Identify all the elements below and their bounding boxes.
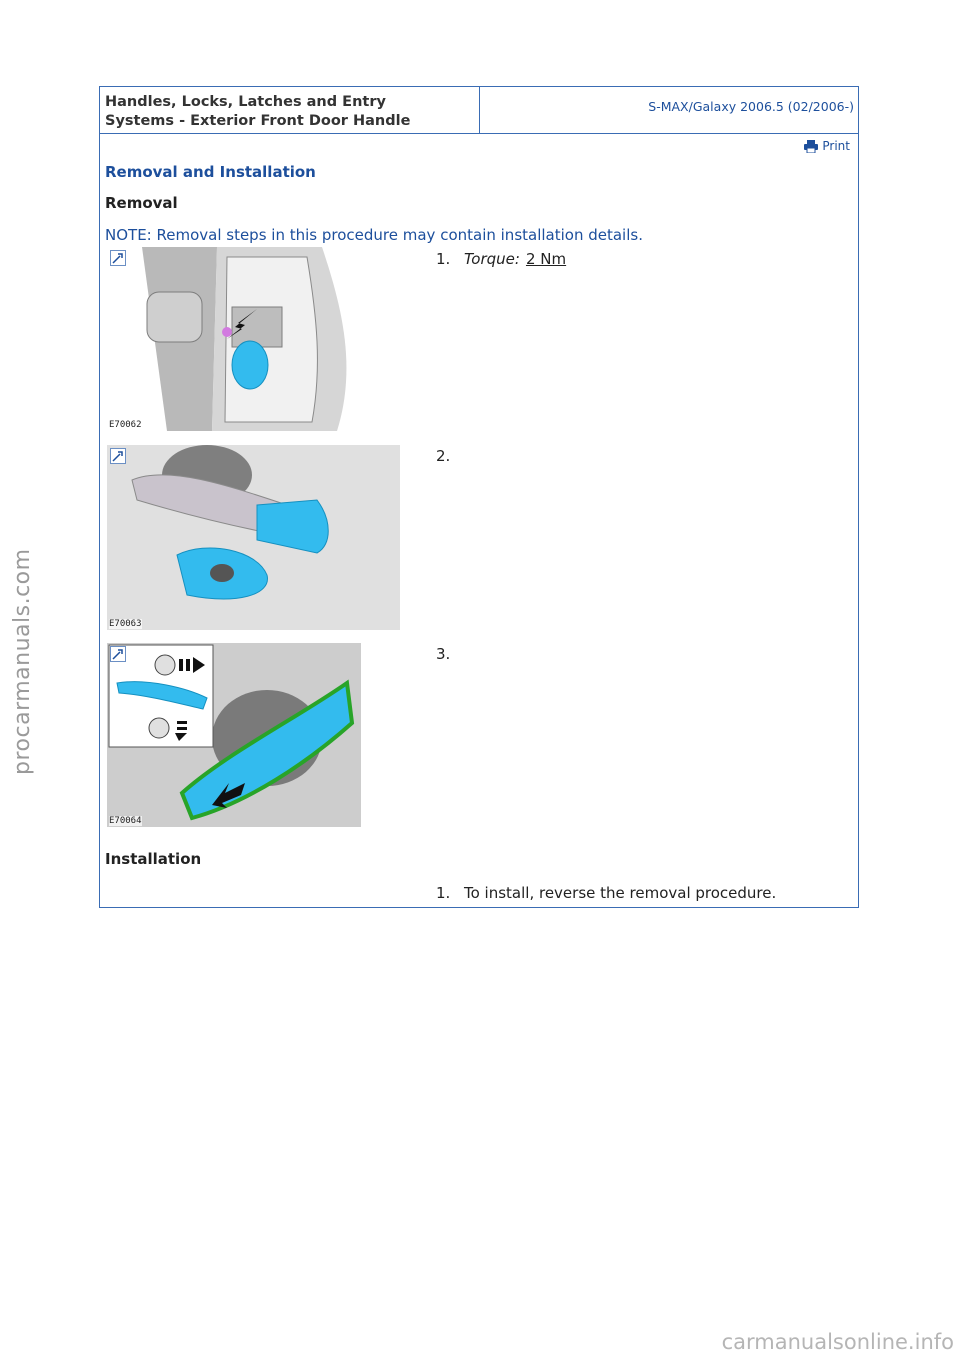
print-label: Print xyxy=(822,139,850,153)
section-title: Removal and Installation xyxy=(105,163,316,181)
procedure-frame: Handles, Locks, Latches and Entry System… xyxy=(99,86,859,908)
zoom-icon[interactable] xyxy=(110,646,126,662)
watermark-bottom: carmanualsonline.info xyxy=(721,1330,954,1354)
title-line-1: Handles, Locks, Latches and Entry xyxy=(105,94,386,110)
step-number: 3. xyxy=(436,645,451,663)
removal-step-3: 3. xyxy=(436,645,454,663)
step-text: To install, reverse the removal procedur… xyxy=(464,884,777,902)
vehicle-model: S-MAX/Galaxy 2006.5 (02/2006-) xyxy=(648,99,854,114)
step-number: 1. xyxy=(436,250,451,268)
handle-removal-illustration xyxy=(107,643,361,827)
figure-e70063[interactable]: E70063 xyxy=(107,445,400,630)
removal-heading: Removal xyxy=(105,194,178,212)
handle-cover-illustration xyxy=(107,445,400,630)
removal-note: NOTE: Removal steps in this procedure ma… xyxy=(105,226,643,244)
figure-label: E70064 xyxy=(109,816,142,826)
torque-label: Torque: xyxy=(464,250,520,268)
zoom-icon[interactable] xyxy=(110,448,126,464)
removal-step-2: 2. xyxy=(436,447,454,465)
install-step-1: 1. To install, reverse the removal proce… xyxy=(436,884,776,902)
print-button[interactable]: Print xyxy=(804,139,850,153)
header-bar: Handles, Locks, Latches and Entry System… xyxy=(100,87,858,134)
step-number: 2. xyxy=(436,447,451,465)
door-latch-illustration xyxy=(107,247,354,431)
step-number: 1. xyxy=(436,884,451,902)
watermark-left: procarmanuals.com xyxy=(10,548,35,775)
figure-e70062[interactable]: E70062 xyxy=(107,247,354,431)
figure-e70064[interactable]: E70064 xyxy=(107,643,361,827)
figure-label: E70062 xyxy=(109,420,142,430)
title-line-2: Systems - Exterior Front Door Handle xyxy=(105,113,411,129)
printer-icon xyxy=(804,139,819,153)
page-title: Handles, Locks, Latches and Entry System… xyxy=(100,87,480,133)
torque-value-link[interactable]: 2 Nm xyxy=(525,250,567,268)
removal-step-1: 1. Torque: 2 Nm xyxy=(436,250,566,268)
installation-heading: Installation xyxy=(105,850,202,868)
zoom-icon[interactable] xyxy=(110,250,126,266)
figure-label: E70063 xyxy=(109,619,142,629)
